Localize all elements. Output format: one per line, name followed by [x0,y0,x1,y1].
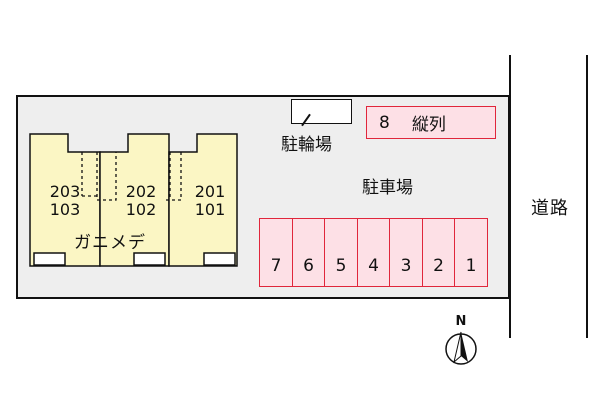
parking-space: 3 [389,218,423,287]
parking-space: 6 [291,218,326,287]
parking-space-8-number: 8 [379,112,390,133]
parking-spaces-row: 7 6 5 4 3 2 1 [259,218,488,287]
road-edge-left [509,55,511,338]
unit-201-101 [168,133,238,267]
unit-202-entrance [133,252,166,266]
stair-dashes-3 [166,152,182,201]
compass-label: N [456,314,467,329]
parking-space: 5 [324,218,358,287]
building-name: ガニメデ [74,233,146,253]
parking-space-8: 8 縦列 [366,106,496,139]
parking-space-8-label: 縦列 [411,115,446,135]
parking-space: 2 [421,218,456,287]
parking-lot-label: 駐車場 [362,178,413,198]
unit-201-entrance [203,252,236,266]
road-edge-right [586,55,588,338]
unit-label-3: 201 101 [194,182,226,219]
road-label: 道路 [531,198,569,219]
parking-space: 7 [259,218,293,287]
unit-202-102 [99,133,170,267]
parking-space: 4 [356,218,391,287]
bicycle-parking-area [291,99,352,124]
unit-label-2: 202 102 [125,182,157,219]
stair-dashes-2 [96,152,117,201]
unit-203-entrance [33,252,66,266]
north-arrow-icon: N [445,314,477,365]
parking-space: 1 [454,218,488,287]
unit-label-1: 203 103 [49,182,81,219]
bicycle-parking-label: 駐輪場 [281,135,332,155]
